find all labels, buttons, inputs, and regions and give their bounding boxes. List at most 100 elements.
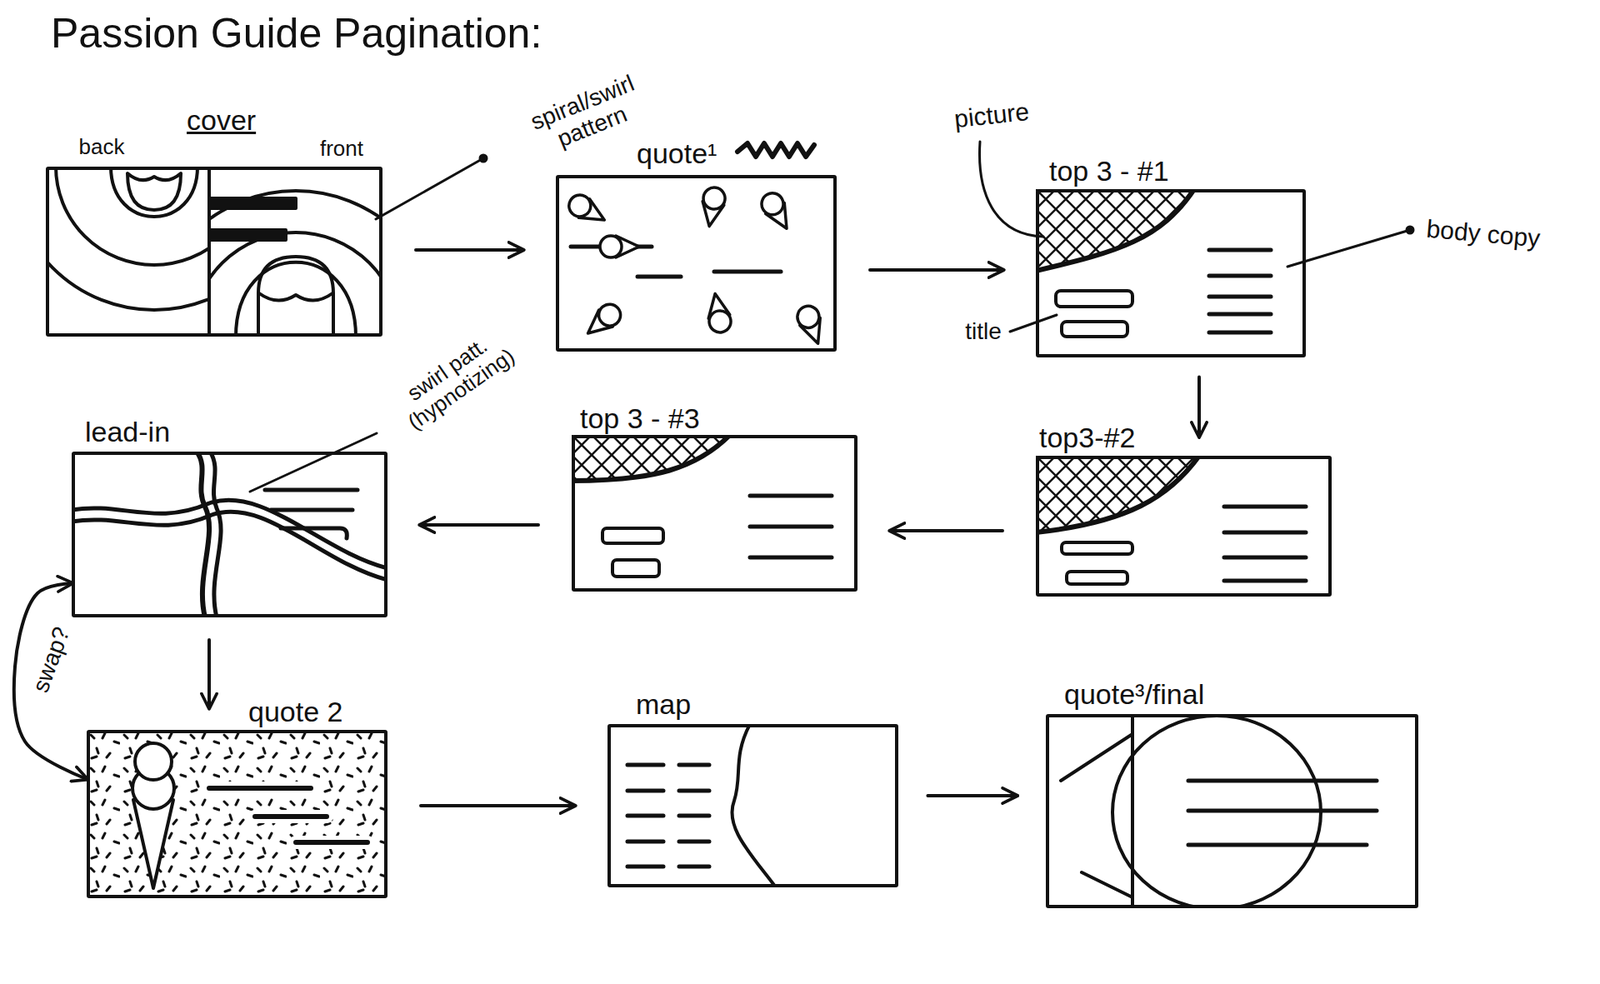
- page-thumbnail: top3-#2: [1035, 455, 1332, 597]
- spread-sketch: [571, 435, 832, 577]
- page-thumbnail: map: [607, 724, 899, 888]
- sketch-stroke: [86, 730, 388, 899]
- spread-sketch: [1035, 455, 1306, 585]
- annotation: swirl patt. (hypnotizing): [379, 316, 530, 442]
- sketch-stroke: [209, 190, 383, 337]
- sketch-stroke: [1061, 321, 1128, 337]
- sketch-stroke: [209, 788, 368, 843]
- sketch-stroke: [698, 185, 727, 229]
- sketch-stroke: [794, 303, 829, 348]
- page-title: Passion Guide Pagination:: [50, 10, 542, 59]
- page-heading: quote³/final: [1064, 678, 1205, 711]
- sketch-stroke: [135, 743, 172, 780]
- sketch-stroke: [627, 765, 710, 867]
- sketch-stroke: [250, 433, 377, 492]
- sketch-stroke: [750, 495, 832, 558]
- page-thumbnail: quote 2: [86, 730, 388, 899]
- sketch-stroke: [580, 300, 625, 342]
- page-heading: map: [635, 688, 691, 721]
- sketch-stroke: [207, 166, 211, 337]
- annotation: back: [79, 135, 125, 160]
- cover-sketch: [45, 166, 383, 337]
- leader-lines: [250, 141, 1414, 492]
- sketch-stroke: [571, 435, 730, 481]
- sketch-stroke: [265, 490, 358, 539]
- flow-arrow: [420, 804, 575, 808]
- page-thumbnail: quote³/final: [1045, 714, 1419, 909]
- sketch-stroke: [375, 158, 484, 220]
- sketch-stroke: [1066, 571, 1128, 585]
- sketch-stroke: [133, 800, 174, 889]
- annotation: body copy: [1425, 215, 1541, 253]
- sketch-stroke: [235, 262, 356, 337]
- lead-in-sketch: [71, 451, 388, 618]
- sketch-stroke: [209, 198, 296, 209]
- spread-sketch: [1035, 189, 1271, 337]
- sketch-stroke: [71, 511, 388, 580]
- sketch-stroke: [602, 528, 664, 544]
- sketch-stroke: [731, 724, 776, 888]
- sketch-stroke: [1061, 542, 1133, 555]
- sketch-stroke: [209, 190, 383, 337]
- quote-sketch: [565, 185, 829, 348]
- sketch-stroke: [1035, 455, 1200, 533]
- sketch-stroke: [10, 23, 1414, 910]
- flow-arrow: [415, 248, 523, 252]
- sketch-stroke: [714, 270, 781, 275]
- annotation: front: [320, 136, 364, 161]
- sketch-stroke: [259, 293, 333, 301]
- sketch-stroke: [612, 560, 660, 577]
- sketch-stroke: [1035, 189, 1195, 271]
- sketch-stroke: [637, 275, 681, 280]
- sketch-stroke: [1010, 315, 1057, 332]
- sketch-stroke: [1035, 455, 1200, 533]
- sketch-stroke: [1055, 290, 1133, 307]
- sketch-stroke: [110, 166, 198, 217]
- sketch-stroke: [127, 173, 181, 210]
- sketch-stroke: [571, 435, 730, 481]
- flow-arrow: [1197, 377, 1201, 437]
- page-heading: quote¹: [636, 137, 717, 170]
- sketch-stroke: [210, 451, 221, 618]
- page-heading: top 3 - #1: [1049, 155, 1170, 188]
- quote-sketch: [86, 730, 388, 899]
- sketch-stroke: [45, 166, 210, 310]
- scribble: [737, 143, 815, 157]
- map-sketch: [627, 724, 776, 888]
- flow-arrow: [890, 529, 1003, 533]
- sketch-stroke: [1130, 714, 1135, 909]
- sketch-stroke: [1287, 230, 1410, 267]
- sketch-stroke: [565, 190, 610, 230]
- flow-arrow: [14, 583, 87, 780]
- page-heading: quote 2: [248, 695, 343, 729]
- sketch-stroke: [757, 189, 796, 235]
- sketch-stroke: [1188, 780, 1377, 845]
- flow-arrow: [927, 794, 1016, 798]
- sketch-stroke: [209, 788, 368, 843]
- page-thumbnail: quote¹: [555, 175, 837, 352]
- page-thumbnail: top 3 - #1: [1035, 189, 1306, 358]
- sketch-stroke: [196, 451, 210, 618]
- sketch-stroke: [1035, 189, 1195, 271]
- flow-arrow: [870, 268, 1003, 272]
- annotation: title: [965, 319, 1002, 345]
- sketch-stroke: [1224, 506, 1306, 581]
- page-heading: lead-in: [85, 415, 170, 449]
- edge-label: swap?: [26, 620, 76, 700]
- sketch-stroke: [45, 166, 210, 310]
- annotation: picture: [952, 97, 1030, 133]
- page-thumbnail: lead-in: [71, 451, 388, 618]
- sketch-stroke: [209, 232, 383, 337]
- sketch-stroke: [704, 291, 733, 335]
- page-heading: top3-#2: [1039, 421, 1135, 455]
- sketch-stroke: [1209, 250, 1271, 333]
- sketch-stroke: [1060, 734, 1133, 898]
- page-heading: cover: [186, 104, 256, 137]
- page-heading: top 3 - #3: [580, 402, 700, 435]
- flow-arrow: [207, 640, 211, 708]
- page-thumbnail: cover: [45, 166, 383, 337]
